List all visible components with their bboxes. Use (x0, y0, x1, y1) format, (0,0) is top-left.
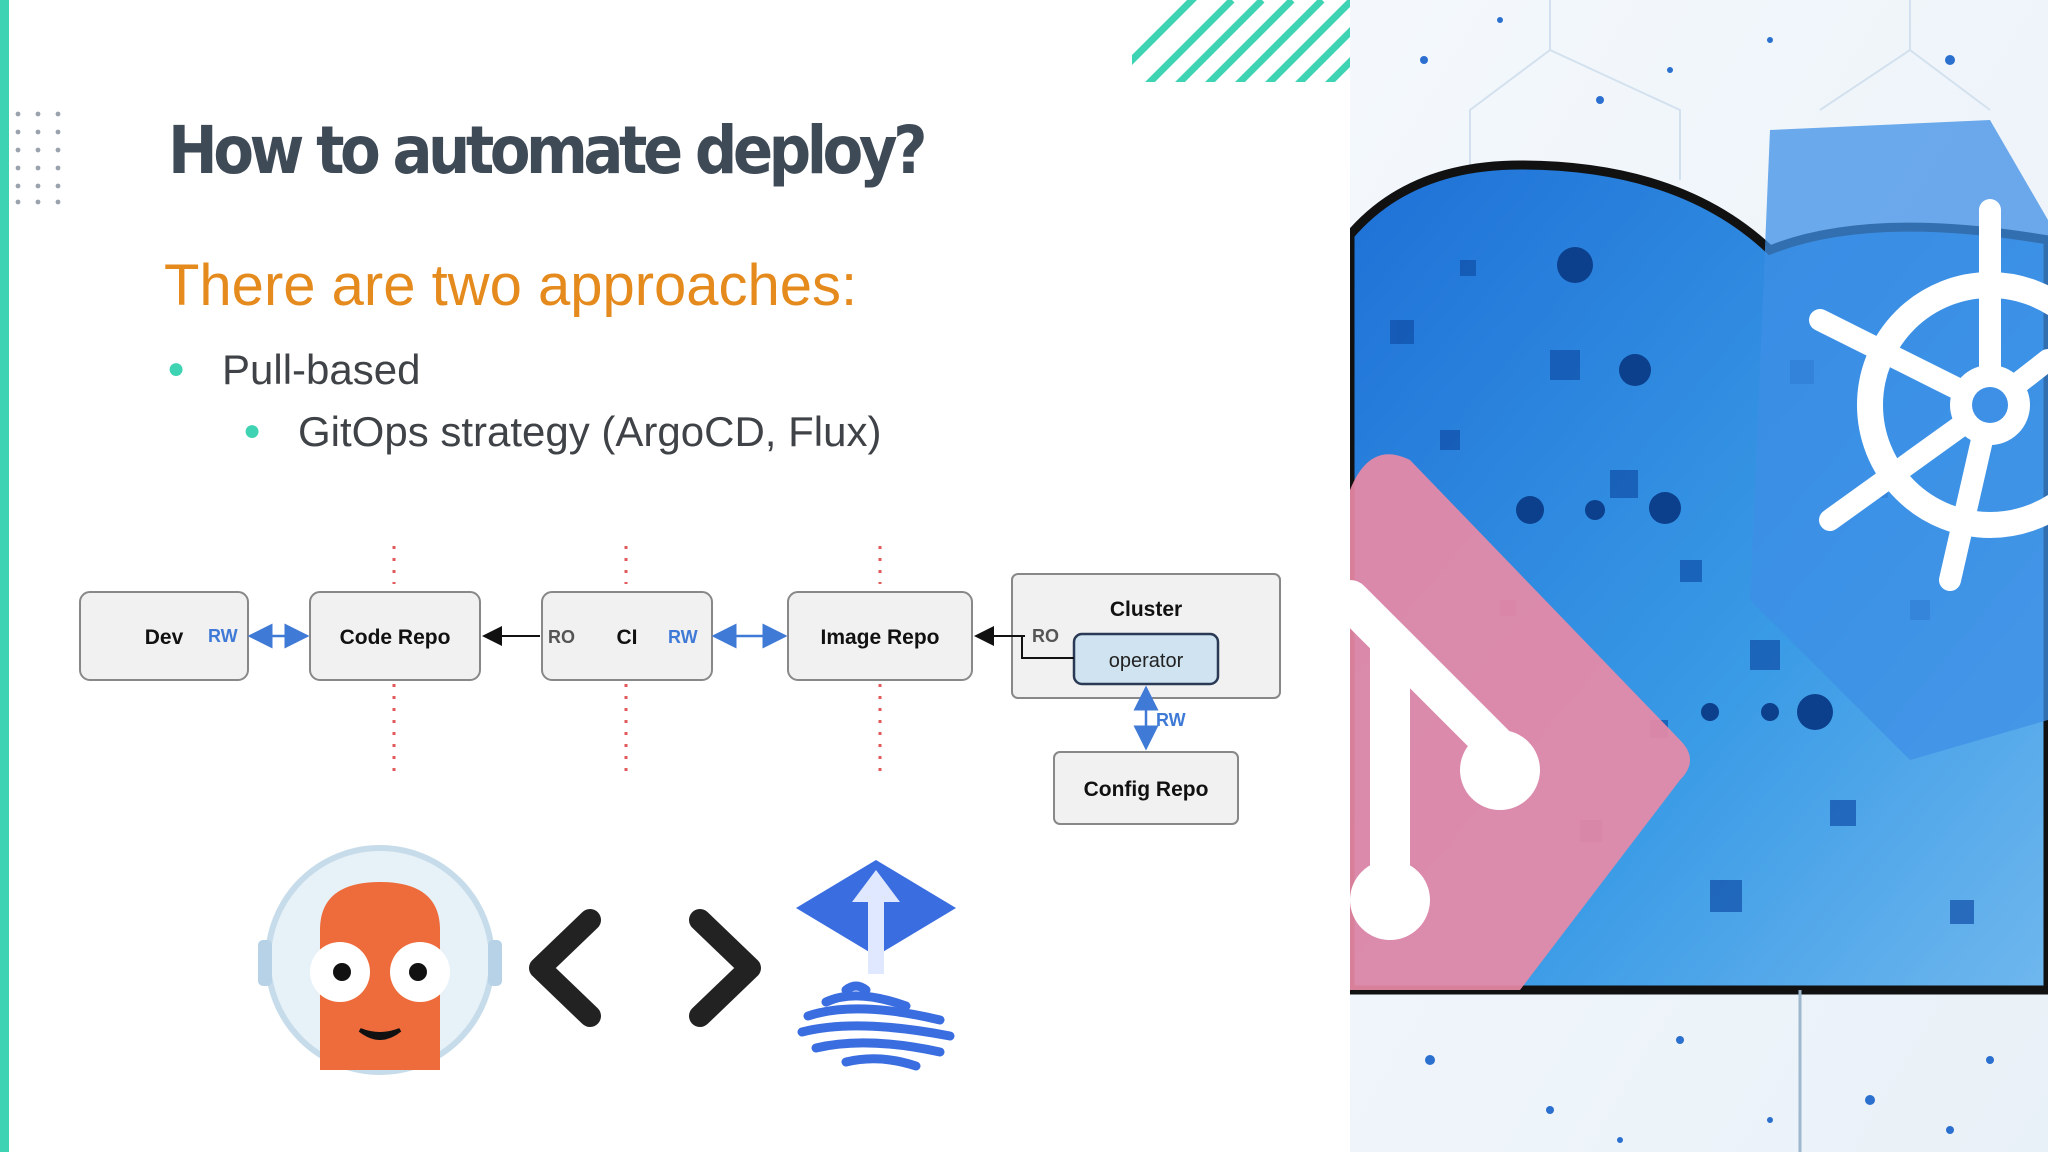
bullet-dot-icon: ● (243, 414, 261, 448)
bullet-dot-icon: ● (167, 352, 185, 386)
dev-label: Dev (145, 626, 184, 649)
bullet-text: Pull-based (222, 346, 420, 393)
image-repo-label: Image Repo (820, 626, 939, 649)
ci-label: CI (617, 626, 638, 649)
code-brackets-icon (540, 920, 750, 1016)
accent-bar (0, 0, 9, 1152)
config-repo-label: Config Repo (1084, 778, 1209, 801)
sub-bullet-text: GitOps strategy (ArgoCD, Flux) (298, 408, 881, 455)
argo-logo (258, 848, 502, 1072)
flux-logo (796, 860, 956, 1066)
slide-title: How to automate deploy? (168, 112, 923, 189)
gitops-diagram: Dev Code Repo CI Image Repo Cluster oper… (70, 536, 1290, 836)
cluster-label: Cluster (1110, 598, 1182, 621)
operator-label: operator (1109, 650, 1184, 672)
tool-logos (250, 840, 970, 1080)
dot-grid-decoration (14, 110, 74, 210)
bullet-item: ● Pull-based (222, 346, 420, 394)
ci-rw-label: RW (668, 627, 698, 647)
config-rw-label: RW (1156, 710, 1186, 730)
cluster-ro-label: RO (1032, 626, 1059, 646)
kubernetes-git-cloud-image (1350, 0, 2048, 1152)
slide-subtitle: There are two approaches: (164, 252, 857, 319)
ci-ro-label: RO (548, 627, 575, 647)
sub-bullet-item: ● GitOps strategy (ArgoCD, Flux) (298, 408, 881, 456)
code-repo-label: Code Repo (340, 626, 451, 649)
dev-rw-label: RW (208, 626, 238, 646)
stripes-decoration (1132, 0, 1350, 82)
